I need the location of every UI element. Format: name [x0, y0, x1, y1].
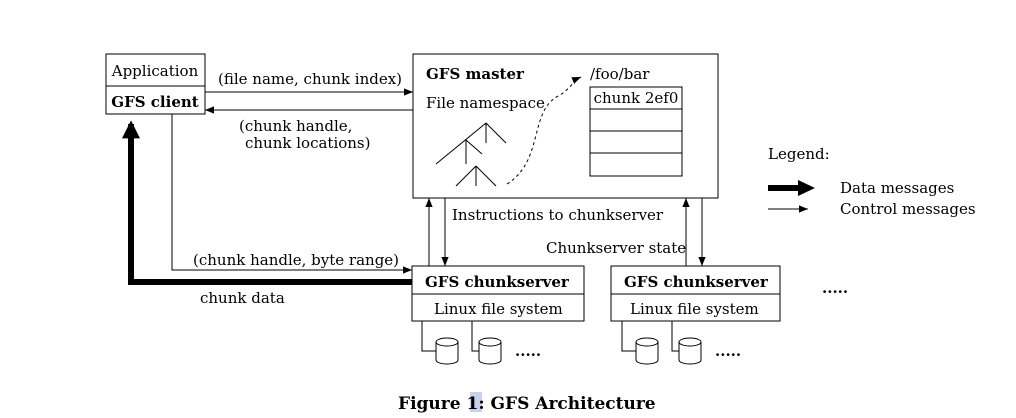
namespace-label: File namespace — [426, 94, 545, 112]
state-label: Chunkserver state — [546, 239, 686, 257]
chunkserver-box: GFS chunkserver Linux file system ..... — [610, 265, 781, 365]
legend: Legend: Data messages Control messages — [768, 145, 976, 218]
instructions-label: Instructions to chunkserver — [452, 206, 664, 224]
client-box: Application GFS client — [105, 53, 206, 115]
legend-data-label: Data messages — [840, 179, 954, 197]
chunk-label: chunk 2ef0 — [594, 89, 679, 107]
caption-prefix: Figure — [398, 394, 466, 413]
reply-label-line1: (chunk handle, — [239, 117, 352, 135]
master-box: GFS master File namespace /foo/bar chunk… — [412, 53, 719, 199]
chunkserver-title: GFS chunkserver — [425, 273, 570, 291]
more-chunkservers-ellipsis: ..... — [822, 279, 848, 297]
caption-number-highlight — [470, 392, 482, 412]
legend-title: Legend: — [768, 145, 830, 163]
caption-suffix: : GFS Architecture — [478, 394, 655, 413]
master-title: GFS master — [426, 65, 525, 83]
namespace-tree-icon — [435, 122, 507, 187]
figure-caption: Figure 1: GFS Architecture — [398, 392, 656, 414]
chunk-request-label: (chunk handle, byte range) — [193, 251, 399, 269]
disk-icon — [478, 337, 502, 365]
request-label: (file name, chunk index) — [218, 70, 402, 88]
disk-icon — [678, 337, 702, 365]
linux-fs-label: Linux file system — [434, 300, 563, 318]
reply-label-line2: chunk locations) — [245, 134, 370, 152]
chunk-data-arrow — [122, 120, 412, 285]
namespace-link-curve — [506, 76, 582, 185]
disk-icon — [635, 337, 659, 365]
linux-fs-label: Linux file system — [630, 300, 759, 318]
more-disks-ellipsis: ..... — [515, 342, 541, 360]
legend-control-label: Control messages — [840, 200, 976, 218]
application-label: Application — [111, 62, 199, 80]
chunk-request-arrow — [171, 114, 412, 274]
chunkserver-title: GFS chunkserver — [624, 273, 769, 291]
chunk-table: chunk 2ef0 — [589, 86, 683, 177]
gfs-client-label: GFS client — [111, 93, 198, 111]
more-disks-ellipsis: ..... — [715, 342, 741, 360]
chunkserver-box: GFS chunkserver Linux file system ..... — [411, 265, 585, 365]
caption-text: Figure 1: GFS Architecture — [398, 394, 656, 413]
disk-icon — [435, 337, 459, 365]
chunk-data-label: chunk data — [200, 289, 285, 307]
caption-number[interactable]: 1 — [466, 394, 478, 414]
path-label: /foo/bar — [590, 65, 650, 83]
